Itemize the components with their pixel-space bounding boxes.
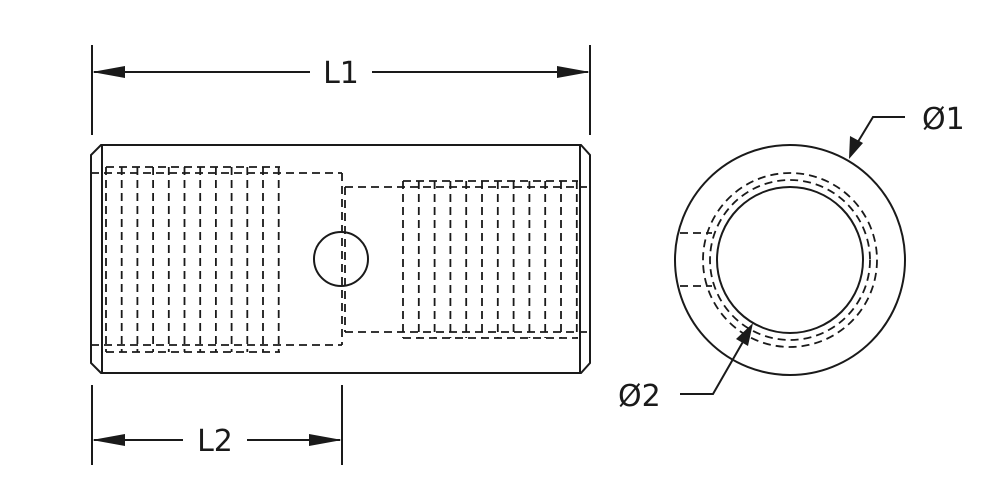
label-l1: L1 xyxy=(323,56,359,91)
bore-circle xyxy=(716,186,864,334)
dimension-diameter-2: Ø2 xyxy=(618,323,753,414)
label-diameter-2: Ø2 xyxy=(618,379,661,414)
label-diameter-1: Ø1 xyxy=(922,102,965,137)
label-l2: L2 xyxy=(197,424,233,459)
end-view xyxy=(674,144,906,376)
body-outline xyxy=(90,144,591,374)
thread-major-circle xyxy=(702,172,878,348)
dimension-l2: L2 xyxy=(91,385,343,465)
cross-hole xyxy=(313,231,369,287)
side-view xyxy=(90,144,591,374)
dimension-l1: L1 xyxy=(91,45,591,135)
outer-circle xyxy=(674,144,906,376)
thread-minor-circle xyxy=(709,179,871,341)
hidden-threads xyxy=(91,166,590,353)
dimension-diameter-1: Ø1 xyxy=(849,102,965,159)
